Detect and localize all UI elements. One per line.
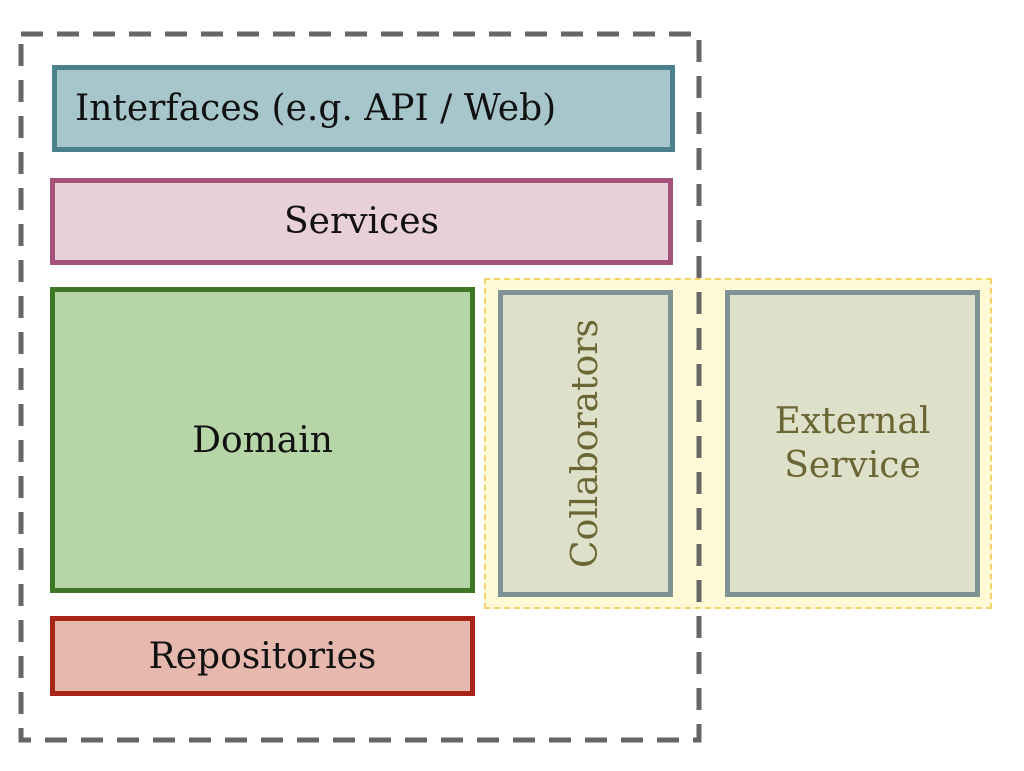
domain-label: Domain (192, 419, 333, 461)
repositories-label: Repositories (148, 635, 377, 677)
external-service-label-line1: External (774, 401, 931, 443)
services-label: Services (284, 201, 439, 242)
collaborators-label: Collaborators (565, 319, 606, 568)
repositories-layer: Repositories (50, 616, 475, 696)
interfaces-label: Interfaces (e.g. API / Web) (75, 88, 557, 129)
interfaces-layer: Interfaces (e.g. API / Web) (52, 65, 675, 152)
collaborators-box: Collaborators (498, 290, 673, 597)
services-layer: Services (50, 178, 673, 265)
external-service-box: External Service (725, 290, 980, 597)
domain-layer: Domain (50, 287, 475, 593)
external-service-label-line2: Service (784, 444, 921, 486)
